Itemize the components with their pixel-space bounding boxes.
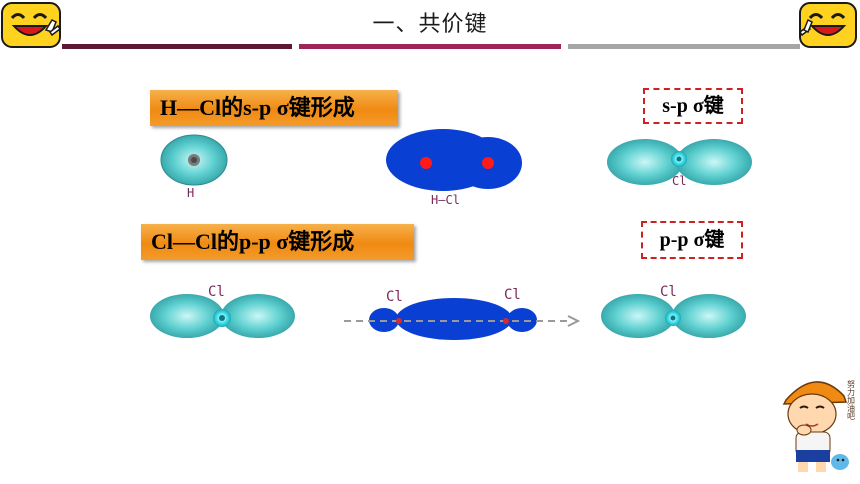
header-bar-middle <box>299 44 561 49</box>
cl-label-right: Cl <box>660 284 677 300</box>
cartoon-boy-icon: 努力加油吧 <box>782 379 856 472</box>
header-bar-left <box>62 44 292 49</box>
cl-label-left: Cl <box>208 284 225 300</box>
hcl-bond-orbital <box>386 129 522 191</box>
smiley-victory-icon <box>1 2 62 48</box>
page-title: 一、共价键 <box>372 12 488 37</box>
cartoon-caption: 努力加油吧 <box>847 379 856 420</box>
h-atom-label: H <box>187 186 195 200</box>
clcl-overlap-diagram <box>344 298 581 340</box>
cl-label-overlap-left: Cl <box>386 289 403 305</box>
hcl-molecule-label: H—Cl <box>431 193 460 207</box>
hcl-formation-banner: H—Cl的s-p σ键形成 <box>150 90 398 126</box>
cl-label-overlap-right: Cl <box>504 287 521 303</box>
cl-atom-label: Cl <box>672 174 687 188</box>
clcl-formation-banner: Cl—Cl的p-p σ键形成 <box>141 224 414 260</box>
h-s-orbital <box>160 134 228 186</box>
pp-sigma-orbital <box>601 294 746 338</box>
s-p-sigma-tag: s-p σ键 <box>643 88 743 124</box>
smiley-victory-icon-right <box>798 2 857 48</box>
p-p-sigma-tag: p-p σ键 <box>641 221 743 259</box>
header-bar-right <box>568 44 800 49</box>
clcl-p-orbitals <box>150 294 295 338</box>
